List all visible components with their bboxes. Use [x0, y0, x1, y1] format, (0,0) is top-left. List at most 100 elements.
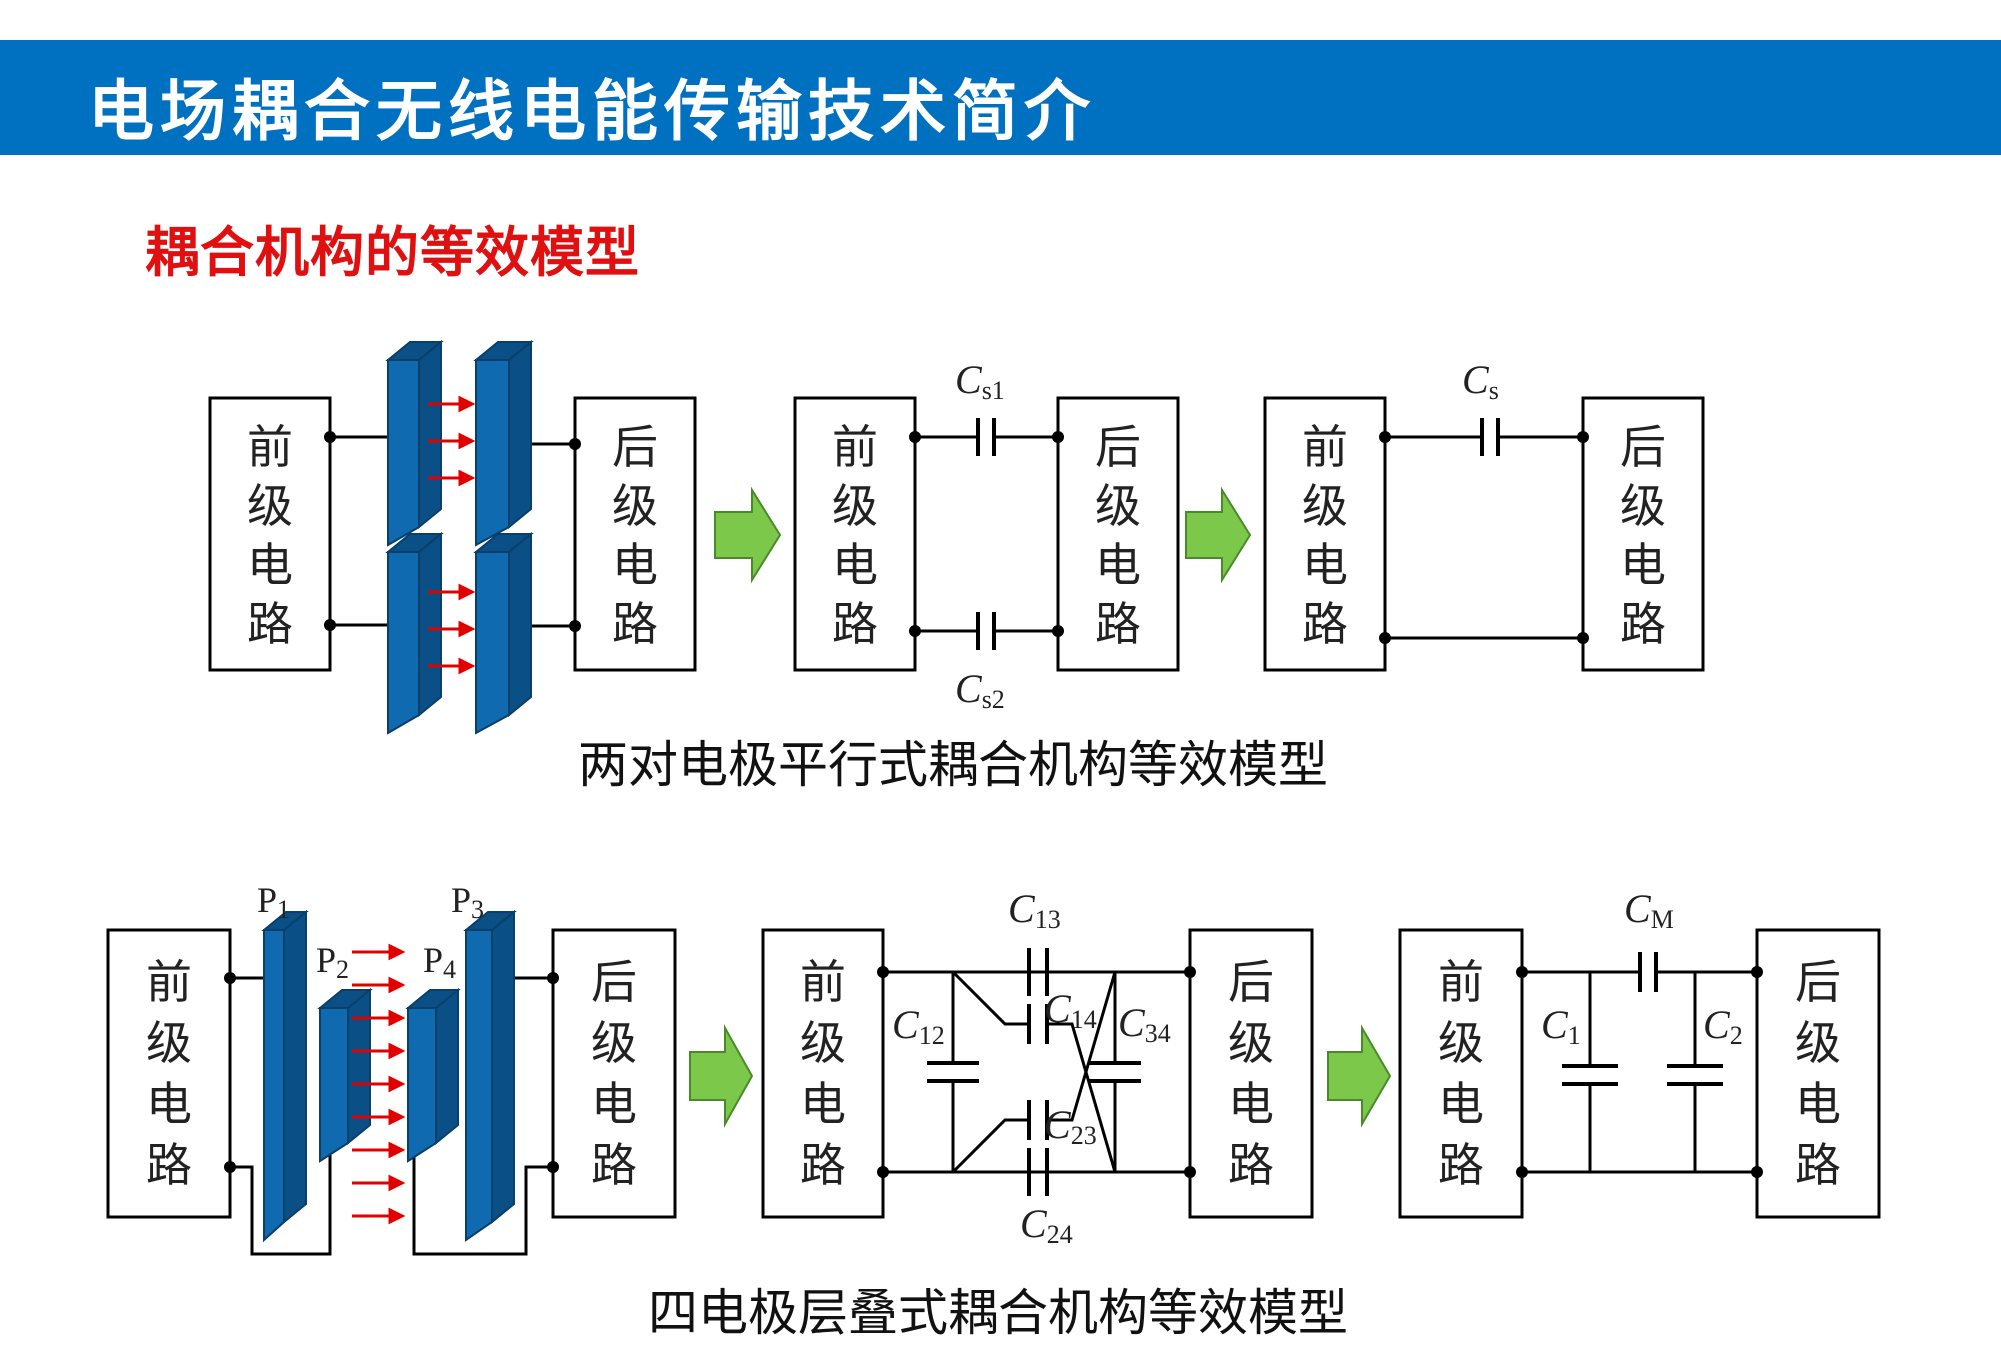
electrode-plate-side [508, 531, 532, 718]
capacitor-c14 [1027, 1004, 1049, 1044]
front-box-char: 电 [1302, 538, 1348, 592]
label-c13: C13 [1008, 886, 1061, 934]
node-dot [1184, 966, 1196, 978]
back-box-char: 电 [612, 538, 658, 592]
front-circuit-box [1263, 396, 1387, 672]
back-box-char: 路 [1228, 1138, 1274, 1192]
label-p1: P1 [257, 880, 290, 924]
capacitor-c24 [1027, 1148, 1049, 1196]
node-dot [1052, 625, 1064, 637]
front-box-char: 路 [247, 597, 293, 651]
label-c2: C2 [1703, 1002, 1743, 1050]
front-box-char: 级 [800, 1016, 846, 1070]
row2-circuit-simplified: 前 级 电 路 后 级 电 路 CM C1 C2 [1398, 886, 1881, 1219]
back-box-char: 后 [1795, 955, 1841, 1009]
front-box-char: 级 [146, 1016, 192, 1070]
electrode-plate-side [418, 531, 442, 718]
front-box-char: 电 [146, 1077, 192, 1131]
back-box-char: 路 [612, 597, 658, 651]
node-dot [224, 972, 236, 984]
section-title: 耦合机构的等效模型 [145, 221, 640, 284]
electrode-plate [387, 551, 420, 735]
back-box-char: 级 [612, 479, 658, 533]
back-circuit-box [1188, 928, 1314, 1219]
back-box-char: 后 [1095, 420, 1141, 474]
node-dot [224, 1161, 236, 1173]
front-box-char: 路 [1302, 597, 1348, 651]
front-circuit-box [208, 396, 332, 672]
front-box-char: 电 [247, 538, 293, 592]
label-cm: CM [1624, 886, 1674, 934]
front-circuit-box [106, 928, 232, 1219]
label-p2: P2 [316, 940, 349, 984]
node-dot [909, 625, 921, 637]
electrode-plate [475, 551, 510, 735]
node-dot [569, 438, 581, 450]
wire [951, 970, 1117, 1173]
node-dot [1379, 632, 1391, 644]
front-box-char: 前 [146, 955, 192, 1009]
back-circuit-box [573, 396, 697, 672]
node-dot [1751, 966, 1763, 978]
row2-circuit-six-caps: 前 级 电 路 后 级 电 路 C13 C14 C12 C34 [761, 886, 1314, 1249]
front-box-char: 级 [1438, 1016, 1484, 1070]
back-circuit-box [1056, 396, 1180, 672]
label-c34: C34 [1118, 1000, 1171, 1048]
row2-physical: 前 级 电 路 后 级 电 路 [106, 880, 677, 1256]
node-dot [1184, 1166, 1196, 1178]
wire [412, 1150, 553, 1256]
front-box-char: 前 [800, 955, 846, 1009]
node-dot [569, 620, 581, 632]
label-c12: C12 [892, 1002, 945, 1050]
transform-arrow [714, 486, 782, 584]
front-box-char: 路 [1438, 1138, 1484, 1192]
field-arrows [428, 395, 476, 675]
electrode-plate [475, 359, 510, 547]
wire [951, 971, 1117, 1174]
capacitor-cm [1638, 952, 1658, 992]
row1-circuit-single-cap: 前 级 电 路 后 级 电 路 Cs [1263, 357, 1705, 672]
back-circuit-box [1581, 396, 1705, 672]
caption-diagram2: 四电极层叠式耦合机构等效模型 [648, 1284, 1348, 1342]
back-box-char: 电 [1228, 1077, 1274, 1131]
back-box-char: 电 [1795, 1077, 1841, 1131]
back-box-char: 级 [1795, 1016, 1841, 1070]
back-box-char: 电 [1620, 538, 1666, 592]
back-box-char: 后 [591, 955, 637, 1009]
transform-arrow [689, 1024, 754, 1128]
back-box-char: 级 [1095, 479, 1141, 533]
front-circuit-box [761, 928, 885, 1219]
front-box-char: 前 [1438, 955, 1484, 1009]
label-p4: P4 [423, 940, 456, 984]
front-box-char: 路 [800, 1138, 846, 1192]
label-c14: C14 [1044, 986, 1097, 1034]
back-box-char: 电 [1095, 538, 1141, 592]
label-cs: Cs [1462, 357, 1499, 405]
back-circuit-box [1755, 928, 1881, 1219]
back-box-char: 级 [1620, 479, 1666, 533]
field-arrows [352, 943, 406, 1225]
capacitor-c12 [927, 1061, 979, 1083]
electrode-plate-side [418, 339, 442, 530]
front-circuit-box [1398, 928, 1524, 1219]
back-box-char: 后 [1620, 420, 1666, 474]
back-box-char: 后 [612, 420, 658, 474]
label-c23: C23 [1044, 1102, 1097, 1150]
wire [230, 1150, 332, 1256]
back-box-char: 路 [591, 1138, 637, 1192]
node-dot [547, 972, 559, 984]
back-circuit-box [551, 928, 677, 1219]
electrode-p4 [407, 1007, 437, 1163]
transform-arrow [1185, 486, 1252, 584]
node-dot [1052, 431, 1064, 443]
node-dot [1577, 431, 1589, 443]
front-box-char: 路 [146, 1138, 192, 1192]
page-title: 电场耦合无线电能传输技术简介 [88, 73, 1096, 150]
label-cs2: Cs2 [955, 666, 1005, 714]
back-box-char: 级 [591, 1016, 637, 1070]
caption-diagram1: 两对电极平行式耦合机构等效模型 [578, 736, 1328, 794]
front-box-char: 前 [832, 420, 878, 474]
capacitor-c34 [1089, 1061, 1141, 1083]
electrode-p1 [263, 929, 285, 1243]
capacitor-cs [1480, 418, 1500, 456]
